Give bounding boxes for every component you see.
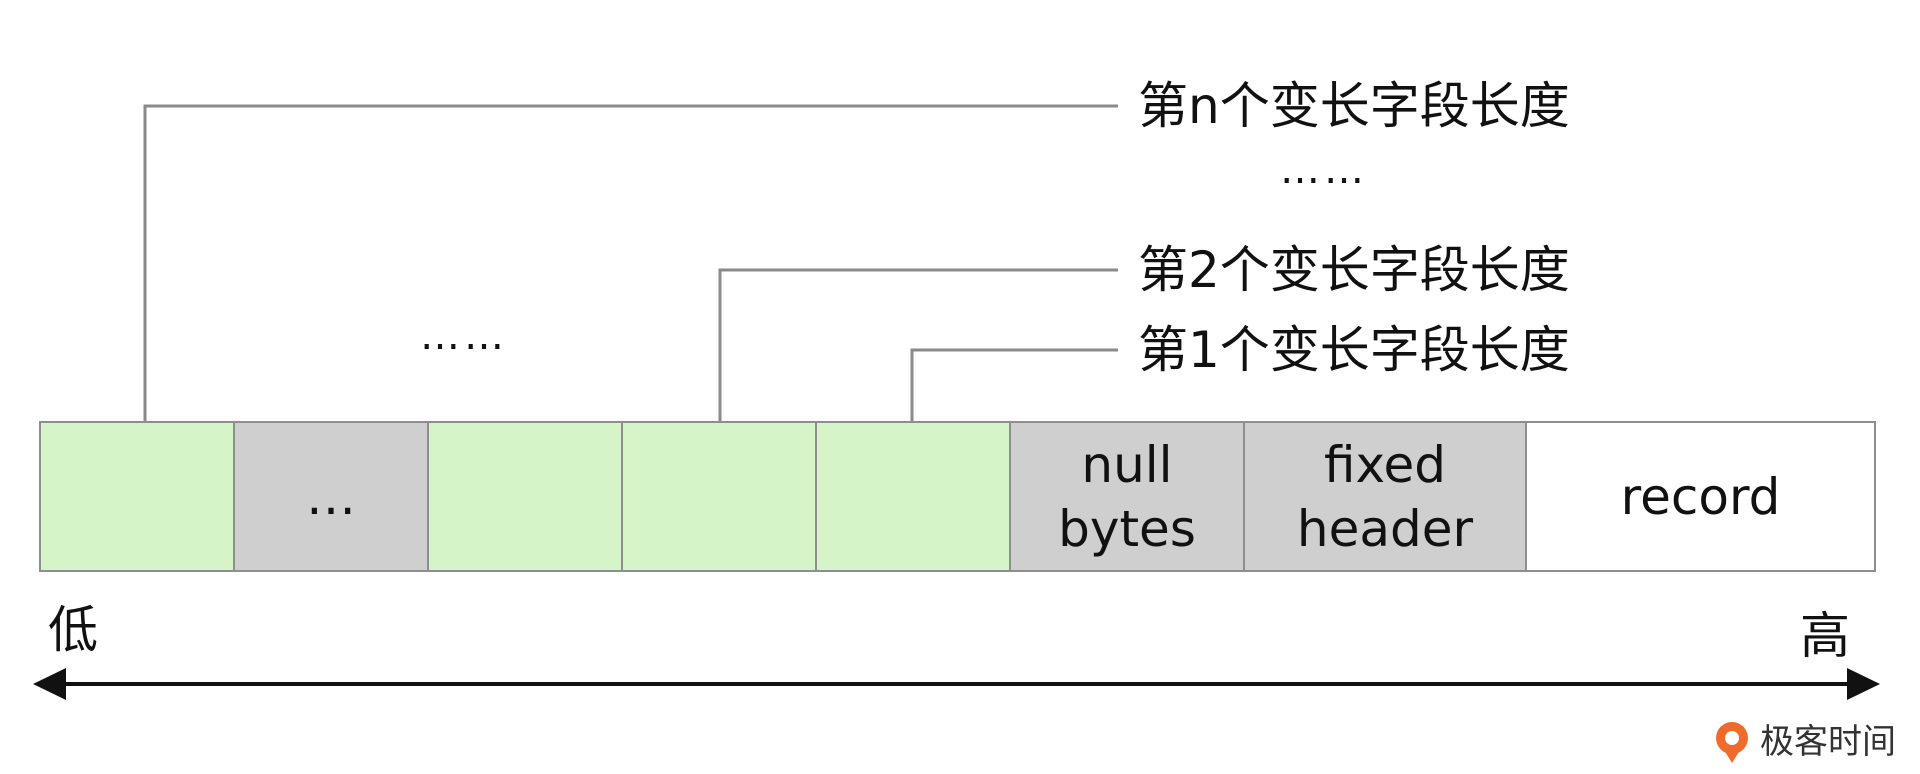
label-left-ellipsis: …… (420, 313, 508, 359)
brand-name: 极客时间 (1760, 722, 1896, 762)
cell-fixed-header-line2: header (1296, 499, 1474, 558)
cell-null-bytes-line2: bytes (1058, 499, 1196, 558)
geektime-logo-icon (1716, 722, 1748, 763)
cell-fixed-header: fixed header (1243, 421, 1527, 572)
cell-null-bytes-line1: null (1081, 435, 1173, 494)
axis-arrow-right (1847, 668, 1880, 700)
label-field-n-length: 第n个变长字段长度 (1138, 77, 1570, 135)
axis-arrow-left (33, 668, 66, 700)
cell-field-2-length (621, 421, 817, 572)
cell-ellipsis-text: … (306, 467, 356, 526)
cell-record: record (1525, 421, 1876, 572)
axis-high-label: 高 (1800, 607, 1850, 665)
brand-watermark: 极客时间 (1712, 720, 1896, 764)
cell-field-length-a (427, 421, 623, 572)
connector-field-2 (718, 268, 1118, 421)
label-field-2-length: 第2个变长字段长度 (1138, 241, 1570, 299)
cell-null-bytes: null bytes (1009, 421, 1245, 572)
cell-fixed-header-line1: fixed (1323, 435, 1447, 494)
connector-field-1 (910, 348, 1118, 421)
cell-record-text: record (1620, 467, 1781, 526)
cell-field-1-length (815, 421, 1011, 572)
axis-low-label: 低 (48, 601, 98, 659)
cell-field-n-length (39, 421, 235, 572)
label-field-1-length: 第1个变长字段长度 (1138, 321, 1570, 379)
cell-ellipsis: … (233, 421, 429, 572)
connector-field-n (143, 104, 1118, 421)
label-middle-ellipsis: …… (1280, 147, 1368, 193)
